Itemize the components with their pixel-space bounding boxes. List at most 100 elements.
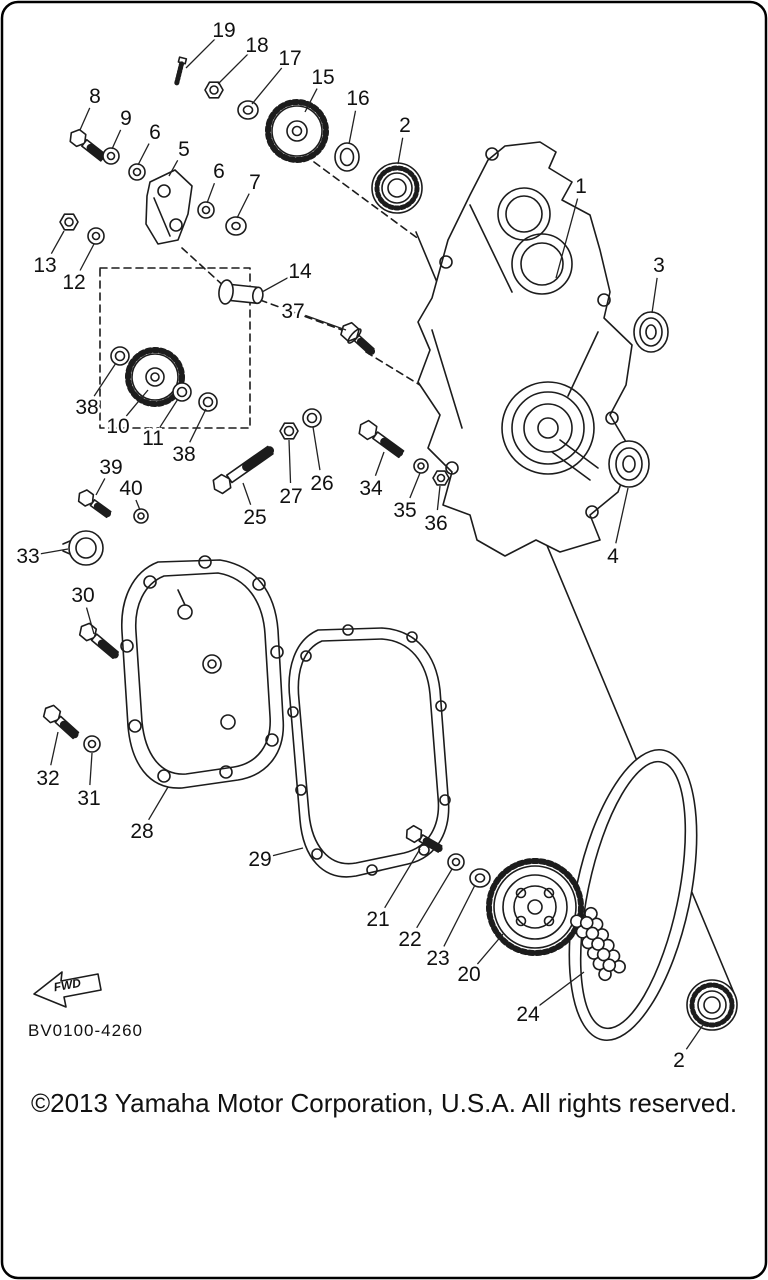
leader-line-6 <box>137 143 150 166</box>
part-9-washer <box>102 147 120 165</box>
callout-1: 1 <box>575 175 587 198</box>
part-6-washer-b <box>197 201 215 219</box>
part-33-plug <box>62 530 104 566</box>
part-25-bolt <box>212 445 275 495</box>
leader-line-21 <box>384 848 421 909</box>
leader-line-34 <box>374 451 385 476</box>
copyright-text: ©2013 Yamaha Motor Corporation, U.S.A. A… <box>31 1088 737 1118</box>
part-14-bolt <box>218 279 264 305</box>
callout-14: 14 <box>288 260 312 283</box>
callout-16: 16 <box>346 87 369 110</box>
callout-22: 22 <box>398 928 421 951</box>
leader-line-35 <box>409 472 421 499</box>
part-12-washer <box>87 227 105 245</box>
part-18-nut <box>204 81 224 99</box>
part-26-washer <box>302 408 322 428</box>
part-31-washer <box>83 735 101 753</box>
part-11-collar <box>172 382 192 402</box>
callout-3: 3 <box>653 254 665 277</box>
callout-8: 8 <box>89 85 101 108</box>
callout-21: 21 <box>366 908 389 931</box>
leader-line-29 <box>272 847 304 857</box>
leader-line-30 <box>85 607 95 635</box>
part-38-collar-b <box>198 392 218 412</box>
part-3-oil-seal <box>633 311 669 353</box>
leader-line-17 <box>251 67 283 105</box>
leader-line-8 <box>79 107 91 131</box>
callout-26: 26 <box>310 472 333 495</box>
callout-17: 17 <box>278 47 301 70</box>
part-22-washer <box>447 853 465 871</box>
leader-line-27 <box>288 439 292 484</box>
callout-20: 20 <box>457 963 480 986</box>
callout-30: 30 <box>71 584 94 607</box>
callout-2: 2 <box>399 114 411 137</box>
callout-40: 40 <box>119 477 142 500</box>
callout-15: 15 <box>311 66 334 89</box>
leader-line-38 <box>93 362 117 397</box>
part-40-washer <box>133 508 149 524</box>
part-15-sprocket <box>265 99 329 163</box>
leader-line-26 <box>312 426 321 471</box>
leader-line-6 <box>206 182 216 204</box>
part-30-bolt <box>78 622 119 660</box>
callout-33: 33 <box>16 545 39 568</box>
leader-line-31 <box>89 752 93 786</box>
part-29-gasket <box>287 624 451 878</box>
leader-line-9 <box>111 129 122 150</box>
callout-38: 38 <box>172 443 195 466</box>
part-1-crankcase-cover <box>417 141 633 557</box>
callout-5: 5 <box>178 138 190 161</box>
leader-line-14 <box>261 276 289 293</box>
part-35-washer <box>413 458 429 474</box>
leader-line-7 <box>236 193 250 219</box>
part-37-bolt <box>340 321 376 355</box>
callout-28: 28 <box>130 820 153 843</box>
leader-line-36 <box>436 485 441 511</box>
leader-line-16 <box>348 110 357 145</box>
leader-line-15 <box>304 88 318 113</box>
callout-29: 29 <box>248 848 271 871</box>
fwd-label: FWD <box>53 976 83 995</box>
callout-27: 27 <box>279 485 302 508</box>
leader-line-20 <box>476 933 504 965</box>
part-10-sprocket <box>125 347 185 407</box>
leader-line-1 <box>555 198 579 279</box>
callout-13: 13 <box>33 254 56 277</box>
callout-35: 35 <box>393 499 416 522</box>
leader-line-32 <box>50 731 59 766</box>
leader-line-2 <box>397 137 404 165</box>
part-39-bolt <box>77 489 112 519</box>
callout-19: 19 <box>212 19 235 42</box>
part-2-bearing-top <box>371 162 423 214</box>
callout-23: 23 <box>426 947 449 970</box>
leader-line-10 <box>125 389 149 417</box>
callout-37: 37 <box>281 300 304 323</box>
leader-line-3 <box>651 277 658 314</box>
callout-32: 32 <box>36 767 59 790</box>
callout-6: 6 <box>149 121 161 144</box>
diagram-code: BV0100-4260 <box>28 1021 143 1040</box>
fwd-arrow: FWD <box>33 971 102 1008</box>
callout-39: 39 <box>99 456 122 479</box>
part-32-bolt <box>42 704 80 740</box>
callout-9: 9 <box>120 107 132 130</box>
leader-line-19 <box>185 38 216 69</box>
part-13-nut <box>59 213 79 231</box>
leader-line-18 <box>217 53 249 85</box>
part-21-bolt <box>405 824 443 853</box>
part-7-washer <box>225 216 247 236</box>
callout-38: 38 <box>75 396 98 419</box>
leader-line-33 <box>40 548 69 555</box>
leader-line-24 <box>538 971 585 1007</box>
exploded-view-artwork: FWD <box>33 56 738 1042</box>
leader-line-28 <box>148 786 169 821</box>
part-5-bracket <box>145 169 193 245</box>
leader-line-23 <box>443 884 476 947</box>
leader-line-40 <box>135 499 141 511</box>
leader-line-2 <box>685 1021 706 1050</box>
part-4-oil-seal <box>608 440 650 488</box>
